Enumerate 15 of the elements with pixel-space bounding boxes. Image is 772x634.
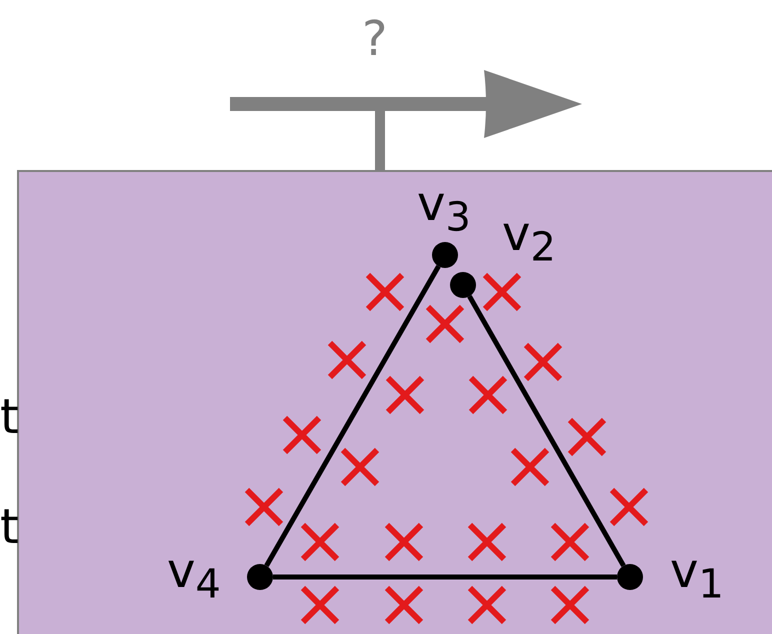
triangle-edge (264, 265, 441, 567)
triangle-edge (467, 295, 626, 567)
vertex-label: v$_{1}$ (670, 547, 724, 605)
vertex-label: v$_{2}$ (502, 210, 556, 268)
vertex-dot (450, 272, 476, 298)
vertex-dot (432, 242, 458, 268)
side-text: t (0, 503, 19, 551)
vertex-dot (247, 564, 273, 590)
vertex-dot (617, 564, 643, 590)
arrow-label: ? (362, 15, 388, 63)
panel (17, 170, 772, 634)
side-text: t (0, 393, 19, 441)
triangle-edge (273, 574, 617, 580)
vertex-label: v$_{3}$ (417, 180, 471, 238)
vertex-label: v$_{4}$ (167, 547, 221, 605)
